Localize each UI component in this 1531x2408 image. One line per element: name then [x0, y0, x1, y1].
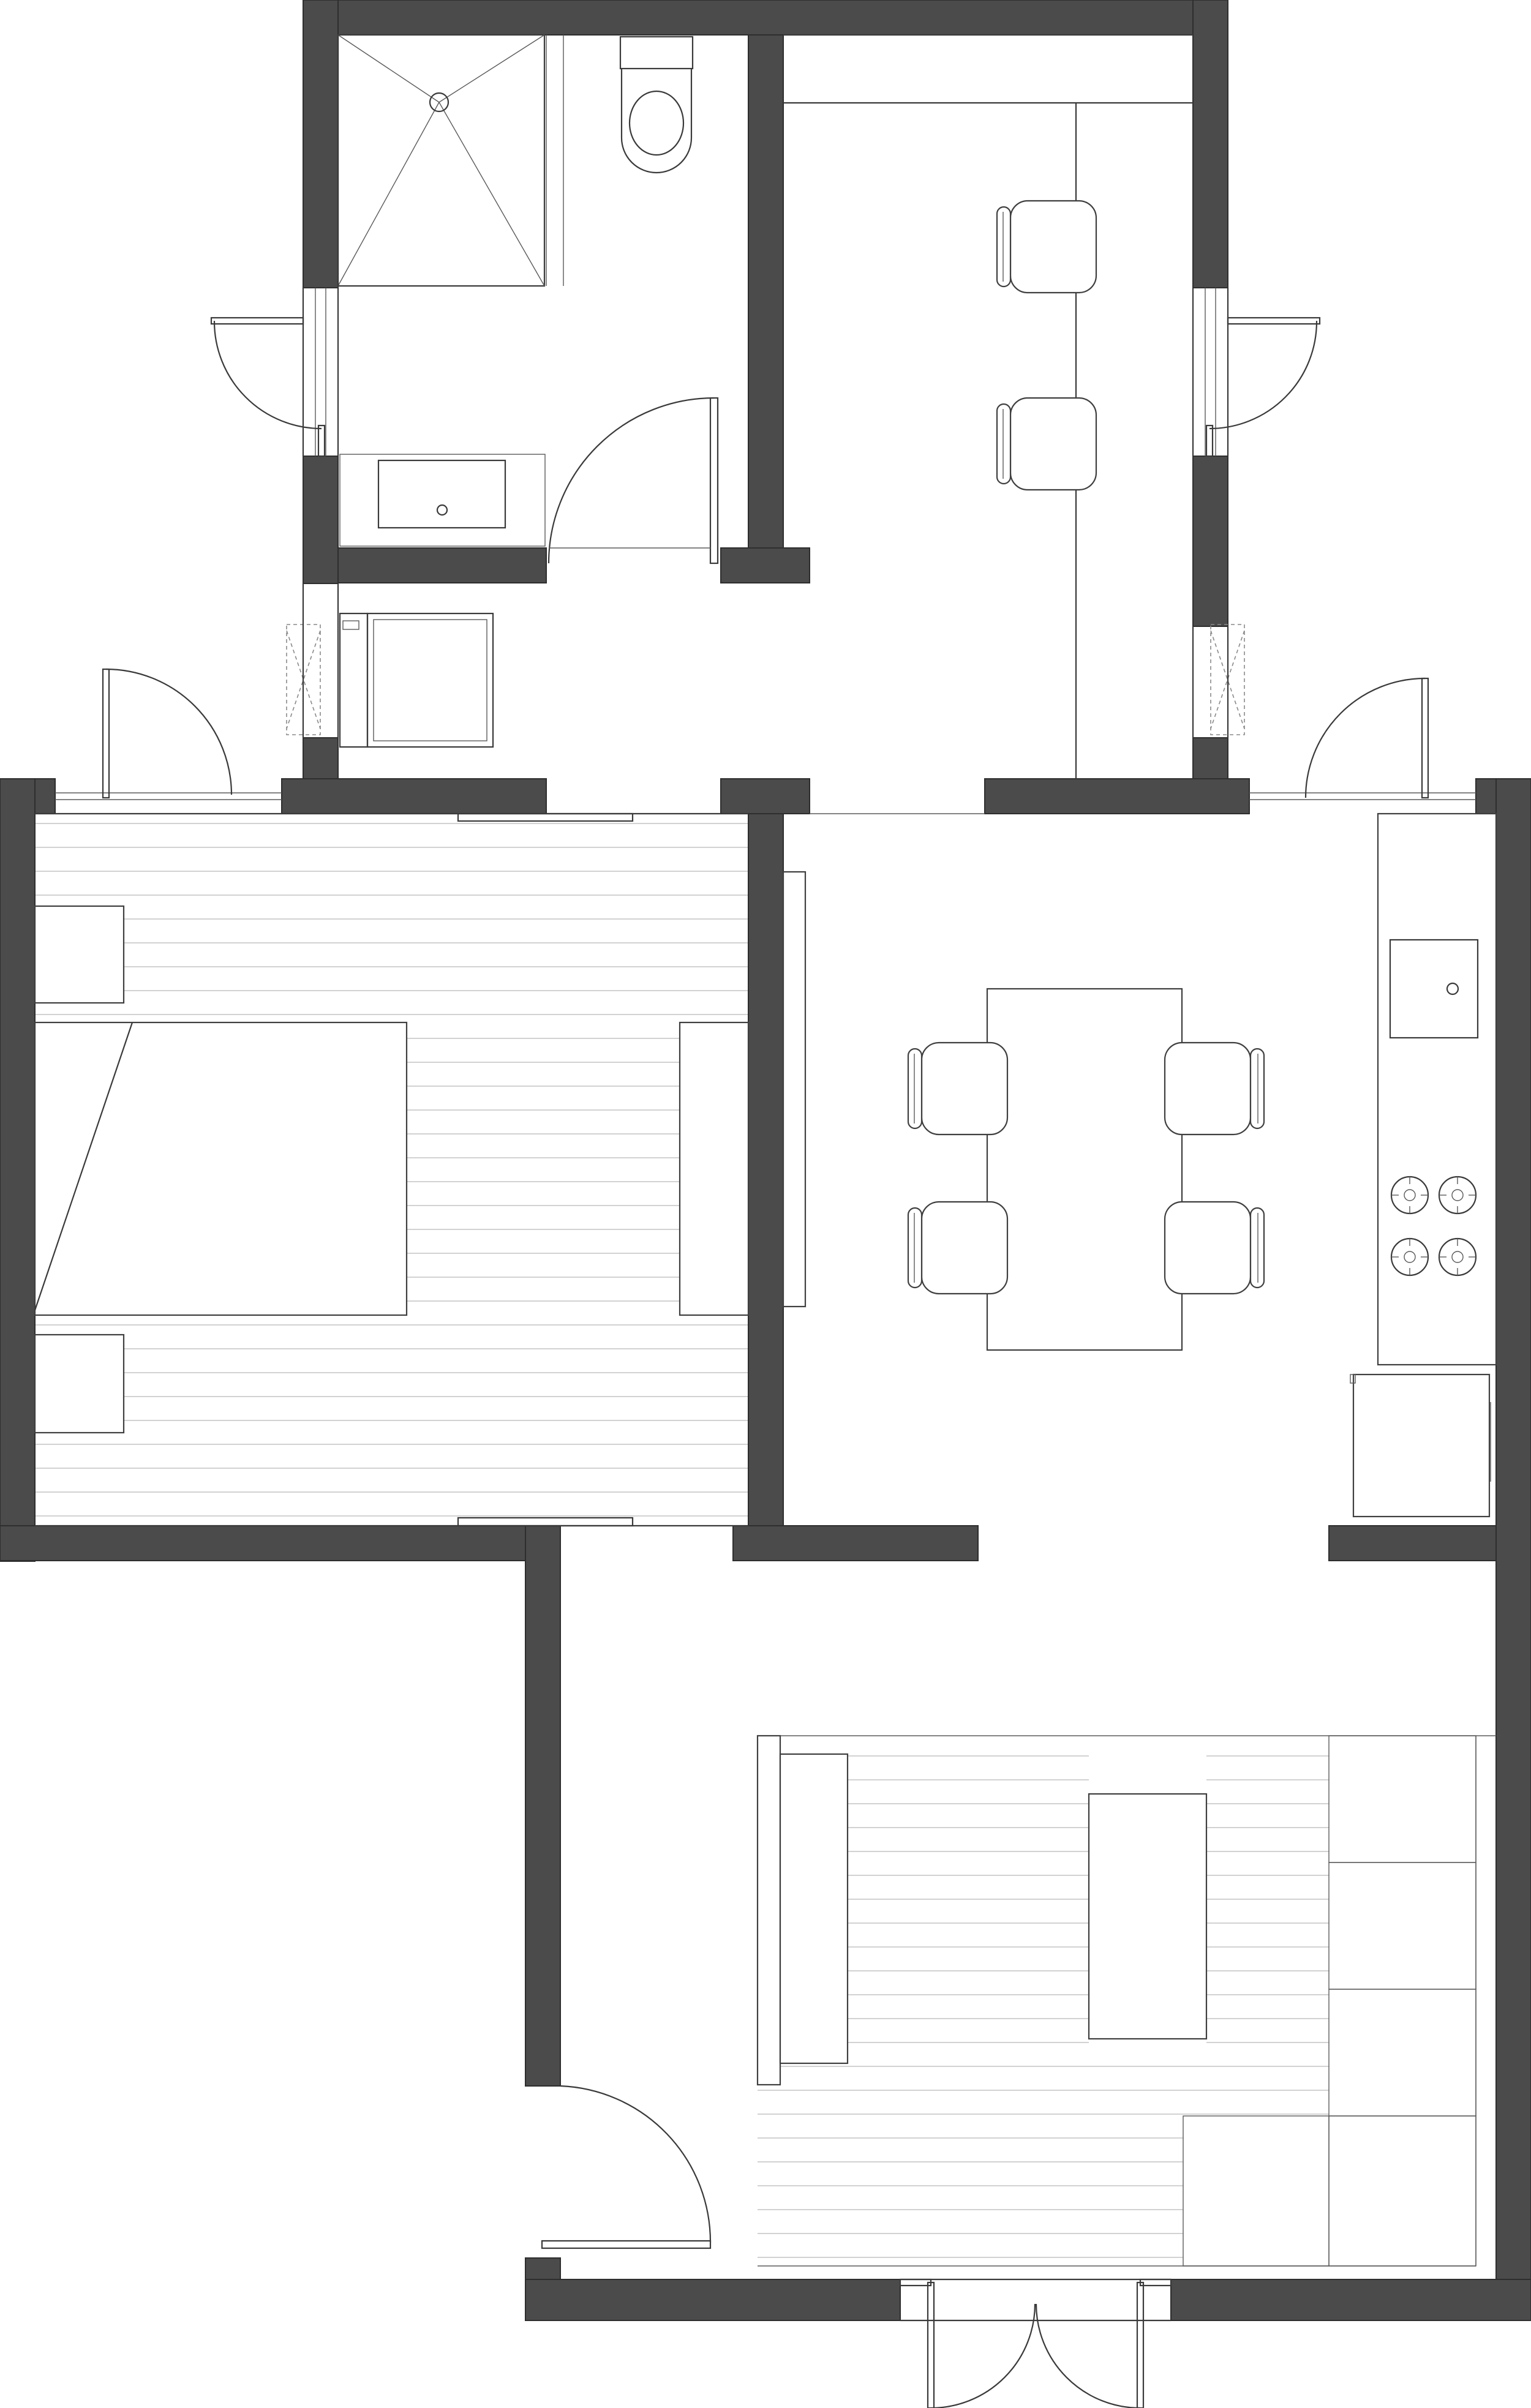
sink-drain [436, 504, 448, 516]
shower [337, 34, 564, 287]
wall-bath-right-foot [720, 547, 810, 583]
wall-top-left-mid [303, 456, 339, 584]
chair [907, 1201, 1009, 1295]
bathroom [337, 34, 694, 547]
wall-right-exterior [1495, 778, 1531, 2292]
chair [996, 397, 1097, 491]
wall-living-left [525, 1525, 561, 2087]
nightstand-top [34, 905, 125, 1004]
wall-band-left [281, 778, 547, 814]
wall-top-left-lower [303, 737, 339, 781]
chair [1164, 1041, 1265, 1136]
burner [1390, 1176, 1429, 1215]
living-floor-lines [758, 1755, 1329, 2258]
chair [907, 1041, 1009, 1136]
kitchen-sink-drain [1446, 982, 1459, 996]
burner [1438, 1176, 1477, 1215]
living-room [756, 1735, 1496, 2267]
door-kitchen-exterior [1304, 677, 1429, 799]
wall-top-right-lower [1192, 737, 1228, 781]
wall-top-right-upper [1192, 0, 1228, 288]
sink-counter [339, 454, 546, 547]
laundry-units [339, 612, 494, 748]
nightstand-bottom [34, 1333, 125, 1434]
wall-living-bottom-right [1170, 2279, 1531, 2321]
sofa [779, 1753, 849, 2065]
door-bathroom [547, 397, 719, 564]
room-outlines [337, 34, 1193, 288]
wall-bedroom-bottom [0, 1525, 561, 1561]
wall-band-right [984, 778, 1250, 814]
kitchen-counter [1377, 812, 1497, 1366]
walls [0, 0, 1531, 2321]
kitchen-sink [1389, 939, 1479, 1039]
kitchen-dining [782, 812, 1497, 1518]
stove-burners [1390, 1176, 1477, 1277]
wall-bedroom-kitchen [748, 813, 784, 1526]
dresser [679, 1021, 750, 1316]
wall-living-bottom-left [525, 2279, 901, 2321]
chair [996, 200, 1097, 294]
burner [1438, 1237, 1477, 1277]
storage-units [758, 1735, 1476, 2267]
toilet [619, 36, 694, 174]
door-living-double [899, 2278, 1172, 2408]
tv-panel [756, 1735, 781, 2086]
wall-top-left-upper [303, 0, 339, 288]
wall-bedroom-left [0, 778, 36, 1562]
wall-top-right-mid [1192, 456, 1228, 627]
shower-drain [429, 92, 450, 113]
door-bedroom-exterior [102, 668, 233, 799]
wall-top [303, 0, 1228, 36]
burner [1390, 1237, 1429, 1277]
wall-bath-bottom [337, 547, 547, 583]
wall-bath-right [748, 34, 784, 549]
chair [1164, 1201, 1265, 1295]
coffee-table [1088, 1793, 1208, 2040]
wardrobe-sliding-bottom [457, 1517, 634, 1527]
dining-room [783, 102, 1193, 779]
fridge [1350, 1373, 1491, 1518]
bedroom-floor-lines [35, 823, 748, 1517]
door-bath-exterior [210, 317, 326, 457]
door-living [541, 2085, 712, 2249]
wall-band-center [720, 778, 810, 814]
door-dining-exterior [1205, 317, 1321, 457]
wall-kitchen-bottom-left [732, 1525, 979, 1561]
dining-table [986, 988, 1183, 1351]
bed [34, 1021, 408, 1316]
doors [102, 317, 1429, 2408]
bedroom [34, 812, 750, 1527]
wall-shelf [782, 871, 807, 1308]
wardrobe-sliding-top [457, 812, 634, 822]
